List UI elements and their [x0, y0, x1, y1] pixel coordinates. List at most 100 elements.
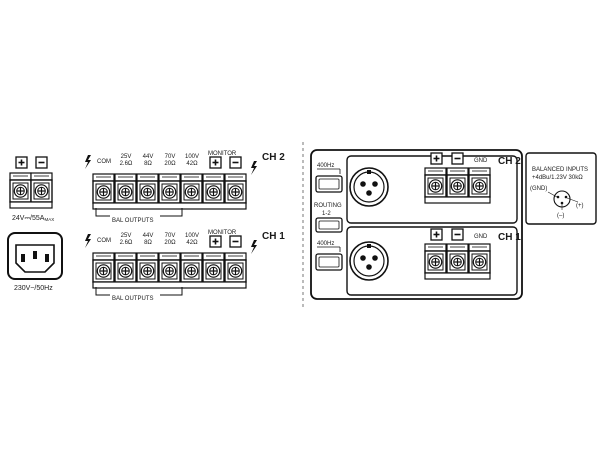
terminal-cap [158, 173, 181, 182]
screw-terminal[interactable] [224, 180, 247, 204]
ac-power-label: 230V~/50Hz [14, 285, 53, 292]
xlr-input-ch2[interactable] [349, 167, 389, 207]
screw-terminal[interactable] [158, 259, 181, 283]
hazard-bolt-icon [251, 161, 257, 175]
terminal-cap [114, 252, 137, 261]
filter-label: 400Hz [317, 241, 334, 247]
hazard-bolt-icon [85, 234, 91, 248]
screw-terminal[interactable] [136, 259, 159, 283]
xlr-input-ch1[interactable] [349, 241, 389, 281]
tap-value: 20Ω [164, 240, 176, 246]
monitor-plus-icon [209, 235, 222, 248]
input-panel: 400Hz GND CH 2 ROUTING 1-2 [310, 149, 523, 300]
gnd-label: GND [474, 158, 488, 164]
terminal-base [92, 281, 247, 289]
bal-outputs-label: BAL OUTPUTS [112, 218, 153, 224]
gnd-label: GND [474, 234, 488, 240]
input-plus-icon [430, 228, 443, 241]
tap-label: 44V [143, 154, 154, 160]
tap-label: 100V [185, 233, 199, 239]
tap-label: 25V [121, 154, 132, 160]
screw-terminal[interactable] [92, 259, 115, 283]
terminal-cap [158, 252, 181, 261]
screw-terminal[interactable] [180, 259, 203, 283]
monitor-minus-icon [229, 156, 242, 169]
legend-spec: +4dBu/1.23V 30kΩ [532, 175, 583, 181]
power-section: 24V⎓/55AMAX 230V~/50Hz [7, 156, 63, 292]
tap-value: 2.6Ω [120, 240, 133, 246]
tap-label: COM [97, 159, 111, 165]
legend-gnd: (GND) [530, 186, 547, 192]
terminal-cap [224, 173, 247, 182]
screw-terminal[interactable] [202, 259, 225, 283]
tap-value: 20Ω [164, 161, 176, 167]
screw-terminal[interactable] [136, 180, 159, 204]
tap-label: 44V [143, 233, 154, 239]
screw-terminal[interactable] [92, 180, 115, 204]
terminal-cap [224, 252, 247, 261]
tap-value: 8Ω [144, 240, 152, 246]
channel-label-ch2: CH 2 [498, 156, 521, 167]
tap-label: 70V [165, 233, 176, 239]
channel-label-ch1: CH 1 [498, 232, 521, 243]
channel-label-ch2: CH 2 [262, 152, 285, 163]
routing-value: 1-2 [322, 211, 331, 217]
dc-power-terminal[interactable] [9, 172, 53, 209]
screw-terminal[interactable] [202, 180, 225, 204]
xlr-pinout-icon [547, 190, 579, 210]
channel-label-ch1: CH 1 [262, 231, 285, 242]
output-terminal-block-ch2[interactable] [92, 173, 247, 210]
dc-minus-icon [35, 156, 48, 169]
terminal-cap [92, 173, 115, 182]
input-minus-icon [451, 152, 464, 165]
input-terminal-block-ch2[interactable] [424, 167, 491, 204]
monitor-label: MONITOR [208, 151, 237, 157]
terminal-cap [114, 173, 137, 182]
dc-plus-icon [15, 156, 28, 169]
tap-value: 42Ω [186, 240, 198, 246]
monitor-plus-icon [209, 156, 222, 169]
screw-terminal[interactable] [158, 180, 181, 204]
terminal-cap [136, 173, 159, 182]
screw-terminal[interactable] [114, 259, 137, 283]
terminal-cap [202, 173, 225, 182]
tap-value: 8Ω [144, 161, 152, 167]
dc-power-label: 24V⎓/55AMAX [12, 215, 54, 222]
tap-value: 2.6Ω [120, 161, 133, 167]
filter-label: 400Hz [317, 163, 334, 169]
input-module-ch1: 400Hz GND CH 1 [315, 226, 521, 296]
screw-terminal[interactable] [224, 259, 247, 283]
hazard-bolt-icon [251, 240, 257, 254]
terminal-cap [136, 252, 159, 261]
legend-minus: (–) [557, 213, 564, 219]
legend-plus: (+) [576, 203, 584, 209]
monitor-minus-icon [229, 235, 242, 248]
input-module-ch2: 400Hz GND CH 2 [315, 152, 521, 224]
terminal-cap [202, 252, 225, 261]
terminal-cap [92, 252, 115, 261]
hazard-bolt-icon [85, 155, 91, 169]
input-plus-icon [430, 152, 443, 165]
balanced-inputs-legend: BALANCED INPUTS +4dBu/1.23V 30kΩ (GND) (… [525, 152, 597, 225]
iec-power-inlet-icon[interactable] [7, 232, 63, 280]
tap-label: COM [97, 238, 111, 244]
tap-label: 100V [185, 154, 199, 160]
terminal-base [92, 202, 247, 210]
screw-terminal[interactable] [180, 180, 203, 204]
tap-label: 70V [165, 154, 176, 160]
routing-label: ROUTING [314, 203, 342, 209]
bal-outputs-label: BAL OUTPUTS [112, 296, 153, 302]
input-terminal-block-ch1[interactable] [424, 243, 491, 280]
input-minus-icon [451, 228, 464, 241]
monitor-label: MONITOR [208, 230, 237, 236]
output-terminal-block-ch1[interactable] [92, 252, 247, 289]
tap-label: 25V [121, 233, 132, 239]
terminal-cap [180, 252, 203, 261]
screw-terminal[interactable] [114, 180, 137, 204]
legend-title: BALANCED INPUTS [532, 167, 588, 173]
